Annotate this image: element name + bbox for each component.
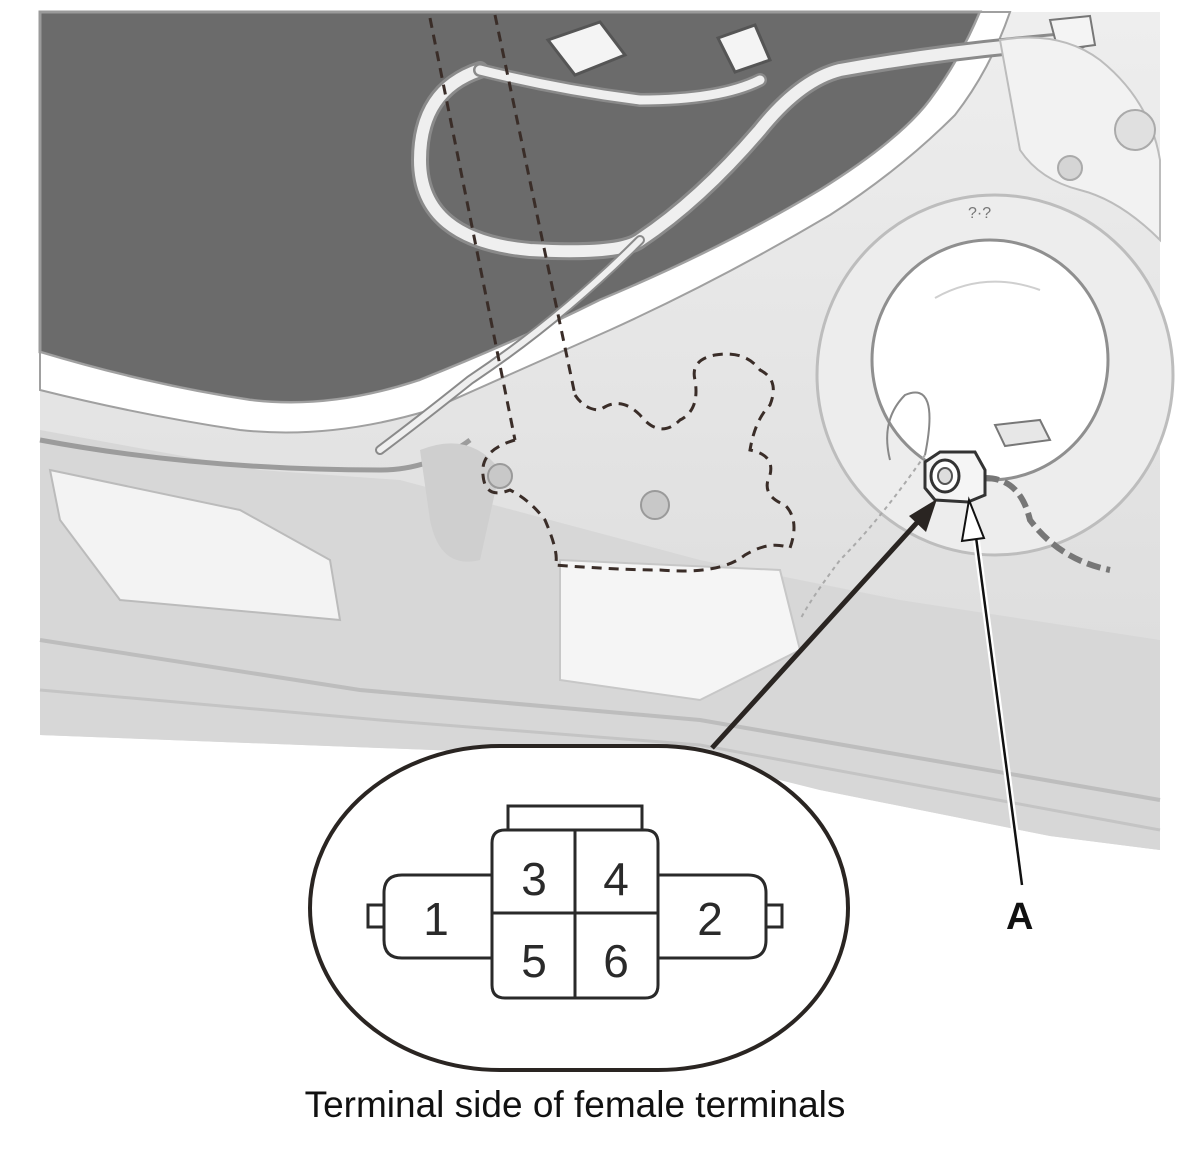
connector-a xyxy=(923,450,987,504)
figure-caption: Terminal side of female terminals xyxy=(304,1084,846,1125)
dashed-hidden-lines xyxy=(428,14,796,573)
leader-arrowhead xyxy=(909,499,937,532)
pin-1-label: 1 xyxy=(423,893,449,945)
leader-line xyxy=(710,514,925,750)
svg-text:?·?: ?·? xyxy=(968,205,991,222)
connector-a-wire xyxy=(984,475,1111,573)
callout-label-a: A xyxy=(1006,896,1034,938)
pin-5-label: 5 xyxy=(521,935,547,987)
pin-4-label: 4 xyxy=(603,853,629,905)
callout-a-arrowhead xyxy=(960,496,986,543)
connector-detail-bubble xyxy=(308,744,850,1072)
speaker-mount: ?·? xyxy=(815,36,1175,557)
wire-harness xyxy=(375,31,1089,455)
pin-2-label: 2 xyxy=(697,893,723,945)
pin-3-label: 3 xyxy=(521,853,547,905)
pin-6-label: 6 xyxy=(603,935,629,987)
